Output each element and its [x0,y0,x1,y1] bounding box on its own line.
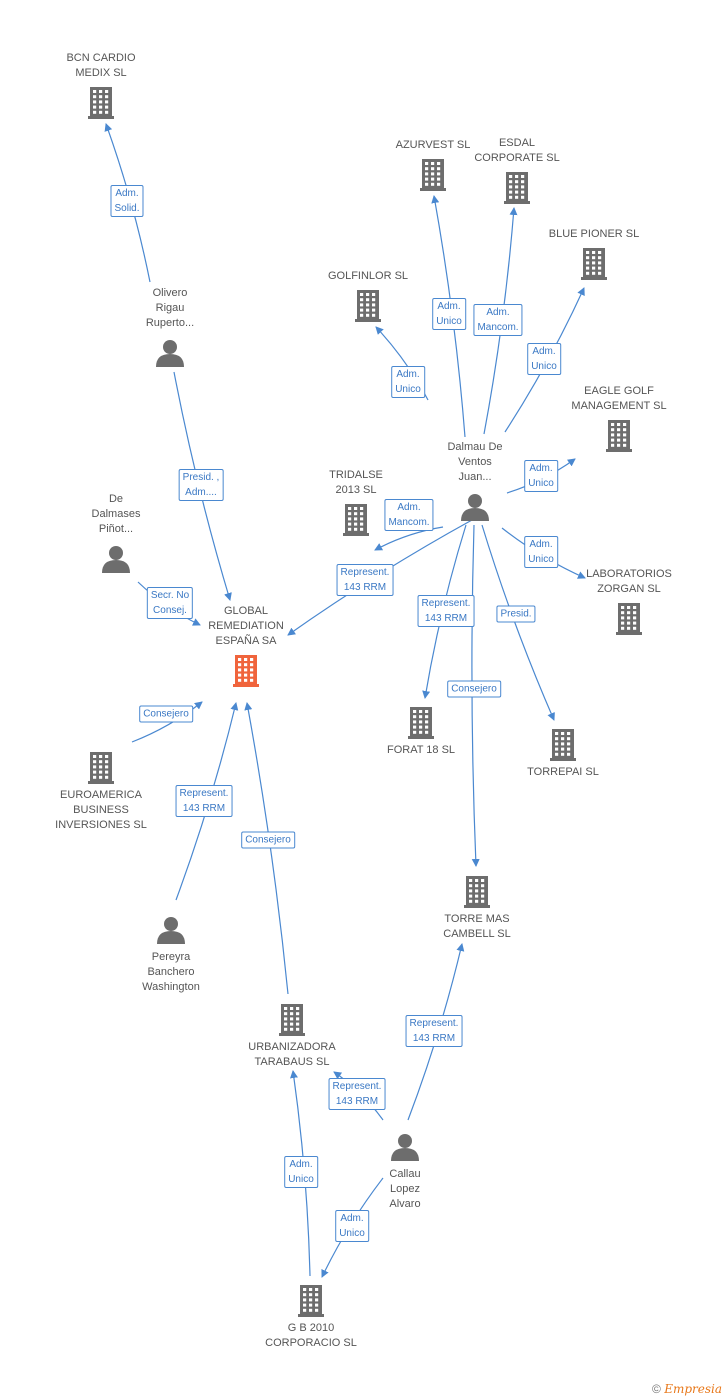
edge-euroamerica-to-global [131,701,203,743]
node-label-urbanizadora[interactable]: URBANIZADORA TARABAUS SL [248,1041,336,1068]
edge-label-dedalmases-global[interactable]: Secr. No Consej. [146,587,194,619]
forat-building-icon[interactable] [408,707,434,739]
edge-label-dalmau-torremas[interactable]: Consejero [447,680,501,698]
edge-label-callau-gb2010[interactable]: Adm. Unico [335,1210,369,1242]
laboratorios-building-icon[interactable] [616,603,642,635]
node-label-torrepai[interactable]: TORREPAI SL [527,766,599,778]
node-label-eagle[interactable]: EAGLE GOLF MANAGEMENT SL [571,385,667,412]
node-label-bluepioner[interactable]: BLUE PIONER SL [548,228,640,240]
urbanizadora-building-icon[interactable] [279,1004,305,1036]
footer-brand: © Empresia [652,1382,722,1396]
node-label-global[interactable]: GLOBAL REMEDIATION ESPAÑA SA [208,605,284,647]
edge-label-dalmau-forat[interactable]: Represent. 143 RRM [417,595,475,627]
gb2010-building-icon[interactable] [298,1285,324,1317]
edge-dalmau-to-torrepai [481,524,555,721]
node-label-gb2010[interactable]: G B 2010 CORPORACIO SL [265,1322,357,1349]
azurvest-building-icon[interactable] [420,159,446,191]
pereyra-person-icon[interactable] [157,917,185,944]
edge-label-gb2010-urbanizadora[interactable]: Adm. Unico [284,1156,318,1188]
node-label-laboratorios[interactable]: LABORATORIOS ZORGAN SL [586,568,672,595]
eagle-building-icon[interactable] [606,420,632,452]
global-building-icon[interactable] [233,655,259,687]
node-label-torremas[interactable]: TORRE MAS CAMBELL SL [443,913,511,940]
torremas-building-icon[interactable] [464,876,490,908]
node-label-olivero[interactable]: Olivero Rigau Ruperto... [145,287,195,329]
esdal-building-icon[interactable] [504,172,530,204]
edge-label-urbanizadora-global[interactable]: Consejero [241,831,295,849]
node-label-pereyra[interactable]: Pereyra Banchero Washington [142,951,200,993]
bcn-building-icon[interactable] [88,87,114,119]
edge-label-dalmau-laboratorios[interactable]: Adm. Unico [524,536,558,568]
edge-label-dalmau-esdal[interactable]: Adm. Mancom. [473,304,523,336]
edge-label-dalmau-azurvest[interactable]: Adm. Unico [432,298,466,330]
node-label-dedalmases[interactable]: De Dalmases Piñot... [91,493,141,535]
edge-label-callau-torremas[interactable]: Represent. 143 RRM [405,1015,463,1047]
node-label-esdal[interactable]: ESDAL CORPORATE SL [474,137,560,164]
node-label-tridalse[interactable]: TRIDALSE 2013 SL [329,469,383,496]
copyright-symbol: © [652,1382,661,1396]
euroamerica-building-icon[interactable] [88,752,114,784]
callau-person-icon[interactable] [391,1134,419,1161]
dalmau-person-icon[interactable] [461,494,489,521]
node-label-forat[interactable]: FORAT 18 SL [386,744,456,756]
olivero-person-icon[interactable] [156,340,184,367]
edge-urbanizadora-to-global [244,702,289,995]
dedalmases-person-icon[interactable] [102,546,130,573]
edge-label-olivero-global[interactable]: Presid. , Adm.... [178,469,224,501]
brand-logo[interactable]: Empresia [664,1382,722,1396]
node-label-callau[interactable]: Callau Lopez Alvaro [389,1168,421,1210]
edge-label-pereyra-global[interactable]: Represent. 143 RRM [175,785,233,817]
edge-label-dalmau-eagle[interactable]: Adm. Unico [524,460,558,492]
edge-label-dalmau-tridalse[interactable]: Adm. Mancom. [384,499,434,531]
edge-label-euroamerica-global[interactable]: Consejero [139,705,193,723]
edge-label-dalmau-global[interactable]: Represent. 143 RRM [336,564,394,596]
edge-label-olivero-bcn[interactable]: Adm. Solid. [110,185,144,217]
edge-label-callau-urbanizadora[interactable]: Represent. 143 RRM [328,1078,386,1110]
node-label-bcn[interactable]: BCN CARDIO MEDIX SL [66,52,136,79]
bluepioner-building-icon[interactable] [581,248,607,280]
node-label-euroamerica[interactable]: EUROAMERICA BUSINESS INVERSIONES SL [55,789,147,831]
edge-label-dalmau-torrepai[interactable]: Presid. [496,605,536,623]
golfinlor-building-icon[interactable] [355,290,381,322]
tridalse-building-icon[interactable] [343,504,369,536]
edge-label-dalmau-golfinlor[interactable]: Adm. Unico [391,366,425,398]
node-label-dalmau[interactable]: Dalmau De Ventos Juan... [447,441,503,483]
node-label-azurvest[interactable]: AZURVEST SL [395,139,471,151]
edge-dalmau-to-tridalse [374,526,444,551]
torrepai-building-icon[interactable] [550,729,576,761]
node-label-golfinlor[interactable]: GOLFINLOR SL [327,270,409,282]
edge-label-dalmau-bluepioner[interactable]: Adm. Unico [527,343,561,375]
